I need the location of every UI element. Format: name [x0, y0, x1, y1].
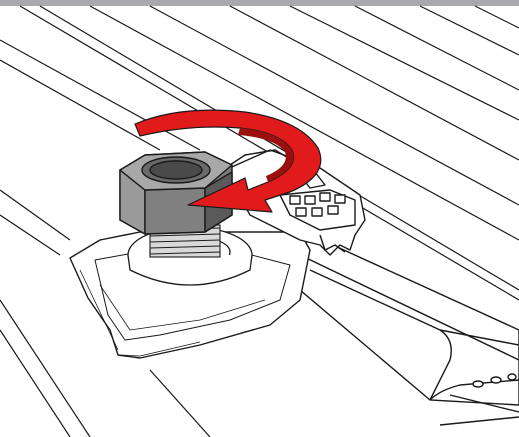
rotate-clockwise-arrow-icon: [134, 109, 322, 213]
roof-panel-lines: [0, 5, 519, 437]
clamp-upper-body: [224, 149, 366, 256]
mounting-rail: [299, 228, 519, 426]
top-gray-band: [0, 0, 519, 6]
